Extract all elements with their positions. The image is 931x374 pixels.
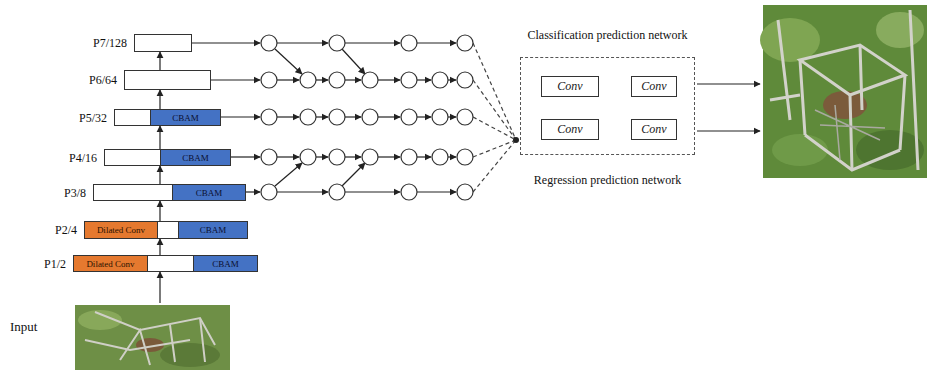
module-label: Dilated Conv <box>97 225 145 235</box>
backbone-block: P2/4Dilated ConvCBAM <box>84 221 248 239</box>
module-segment: CBAM <box>150 109 221 126</box>
prediction-network: Classification prediction networkRegress… <box>503 28 712 188</box>
flow-arrow <box>159 90 160 109</box>
module-label: CBAM <box>212 259 239 269</box>
module-label: CBAM <box>172 113 199 123</box>
module-label: CBAM <box>182 153 209 163</box>
backbone-block: P5/32CBAM <box>114 109 221 126</box>
module-label: Dilated Conv <box>86 259 134 269</box>
conv-box: Conv <box>631 76 677 97</box>
conv-label: Conv <box>557 122 582 137</box>
backbone-block: P6/64 <box>124 70 211 90</box>
conv-box: Conv <box>541 119 599 140</box>
flow-arrow <box>159 166 160 184</box>
conv-label: Conv <box>641 122 666 137</box>
module-label: CBAM <box>200 225 227 235</box>
module-segment: Dilated Conv <box>73 255 148 272</box>
flow-arrow <box>159 272 160 303</box>
conv-label: Conv <box>641 79 666 94</box>
backbone-block: P3/8CBAM <box>93 184 246 201</box>
network-label: Regression prediction network <box>503 173 712 188</box>
flow-arrow <box>159 201 160 221</box>
module-label: CBAM <box>196 188 223 198</box>
input-photo <box>75 305 230 370</box>
output-photo <box>760 5 927 178</box>
level-label: P3/8 <box>64 185 86 200</box>
level-label: P2/4 <box>55 223 77 238</box>
module-segment: CBAM <box>160 149 231 166</box>
backbone-block: P1/2Dilated ConvCBAM <box>73 255 258 272</box>
conv-label: Conv <box>557 79 582 94</box>
input-image: Input <box>5 303 232 371</box>
input-label: Input <box>10 319 37 335</box>
level-label: P5/32 <box>79 110 107 125</box>
dashed-frame <box>520 57 695 155</box>
flow-arrow <box>159 126 160 149</box>
flow-arrow <box>159 52 160 70</box>
level-label: P4/16 <box>69 150 97 165</box>
level-label: P6/64 <box>89 73 117 88</box>
conv-box: Conv <box>631 119 677 140</box>
backbone-block: P4/16CBAM <box>104 149 231 166</box>
conv-box: Conv <box>541 76 599 97</box>
module-segment: Dilated Conv <box>84 221 158 239</box>
level-label: P1/2 <box>44 256 66 271</box>
module-segment: CBAM <box>193 255 258 272</box>
network-label: Classification prediction network <box>503 28 712 43</box>
level-label: P7/128 <box>93 36 127 51</box>
backbone-block: P7/128 <box>134 34 192 52</box>
flow-arrow <box>159 239 160 255</box>
module-segment: CBAM <box>178 221 248 239</box>
module-segment: CBAM <box>172 184 246 201</box>
